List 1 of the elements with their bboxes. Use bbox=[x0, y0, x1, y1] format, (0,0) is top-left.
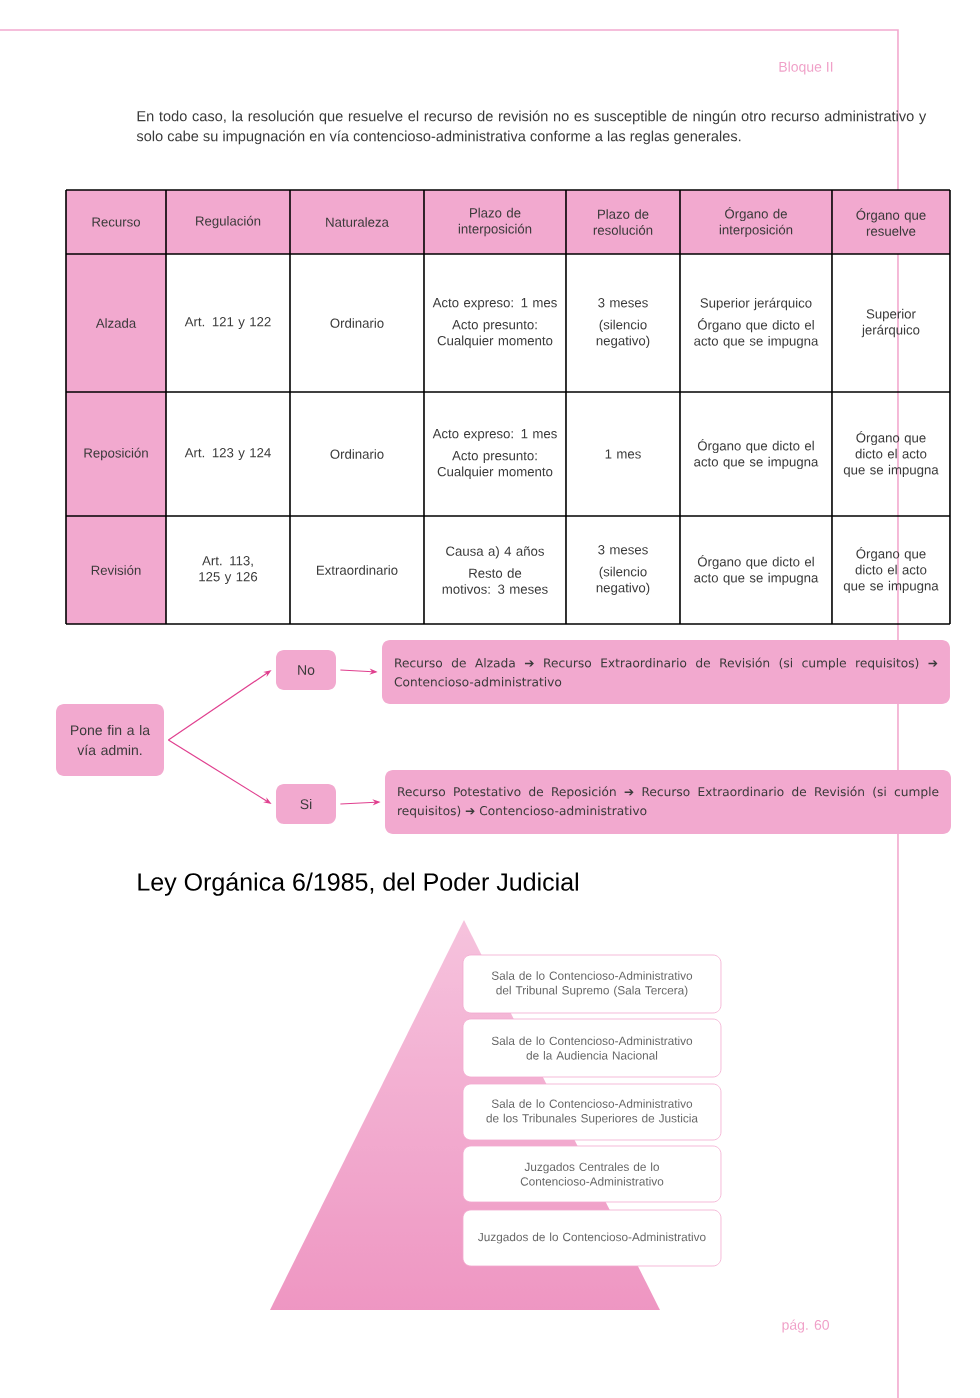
section-heading: Ley Orgánica 6/1985, del Poder Judicial bbox=[138, 872, 578, 896]
